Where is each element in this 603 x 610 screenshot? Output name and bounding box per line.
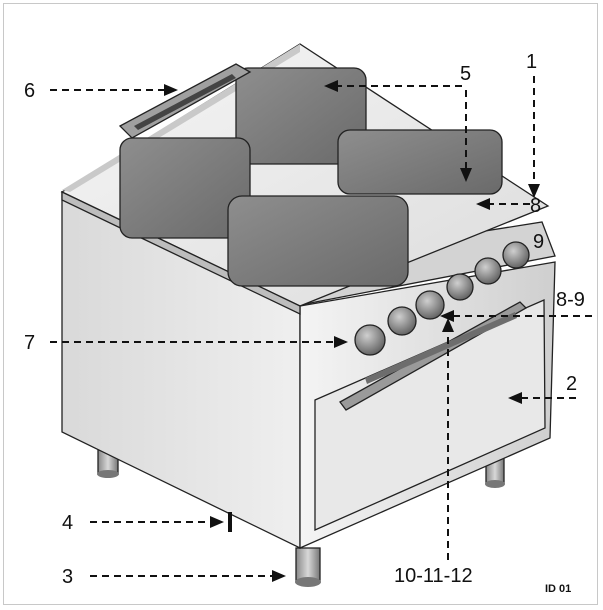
arrow-5b — [460, 168, 472, 182]
arrow-1 — [528, 184, 540, 198]
control-knobs — [354, 241, 530, 356]
arrow-89 — [440, 310, 454, 322]
arrow-1012 — [442, 318, 454, 332]
callout-8-9: 8-9 — [556, 289, 585, 311]
knob-2 — [387, 306, 417, 336]
arrow-7 — [334, 336, 348, 348]
arrow-6 — [164, 84, 178, 96]
leg-back-right-foot — [485, 480, 505, 488]
arrow-5a — [324, 80, 338, 92]
leg-front-left-foot — [295, 577, 321, 587]
callout-5: 5 — [460, 63, 471, 85]
arrow-4 — [210, 516, 224, 528]
callout-7: 7 — [24, 332, 35, 354]
hot-plate-front — [227, 195, 409, 287]
callout-4: 4 — [62, 512, 73, 534]
arrow-2 — [508, 392, 522, 404]
callout-6: 6 — [24, 80, 35, 102]
callout-10-11-12: 10-11-12 — [394, 565, 473, 587]
knob-4 — [446, 273, 474, 301]
flue-slots — [134, 74, 236, 130]
figure-id: ID 01 — [545, 583, 571, 595]
leader-lines — [50, 76, 592, 582]
callout-3: 3 — [62, 566, 73, 588]
hot-plates — [119, 67, 503, 287]
callout-2: 2 — [566, 373, 577, 395]
arrow-3 — [272, 570, 286, 582]
leg-back-left-foot — [97, 470, 119, 478]
marker-4 — [228, 512, 232, 532]
hot-plate-left — [119, 137, 251, 239]
hot-plate-right — [337, 129, 503, 195]
hot-plate-back — [235, 67, 367, 165]
callout-1: 1 — [526, 51, 537, 73]
knob-6 — [502, 241, 530, 269]
arrow-8 — [476, 198, 490, 210]
leg-front-left — [295, 547, 321, 583]
knob-5 — [474, 257, 502, 285]
knob-1 — [354, 324, 386, 356]
callout-9: 9 — [533, 231, 544, 253]
vent-grille — [365, 312, 517, 384]
knob-3 — [415, 290, 445, 320]
callout-8: 8 — [530, 195, 541, 217]
figure-frame — [3, 3, 598, 605]
